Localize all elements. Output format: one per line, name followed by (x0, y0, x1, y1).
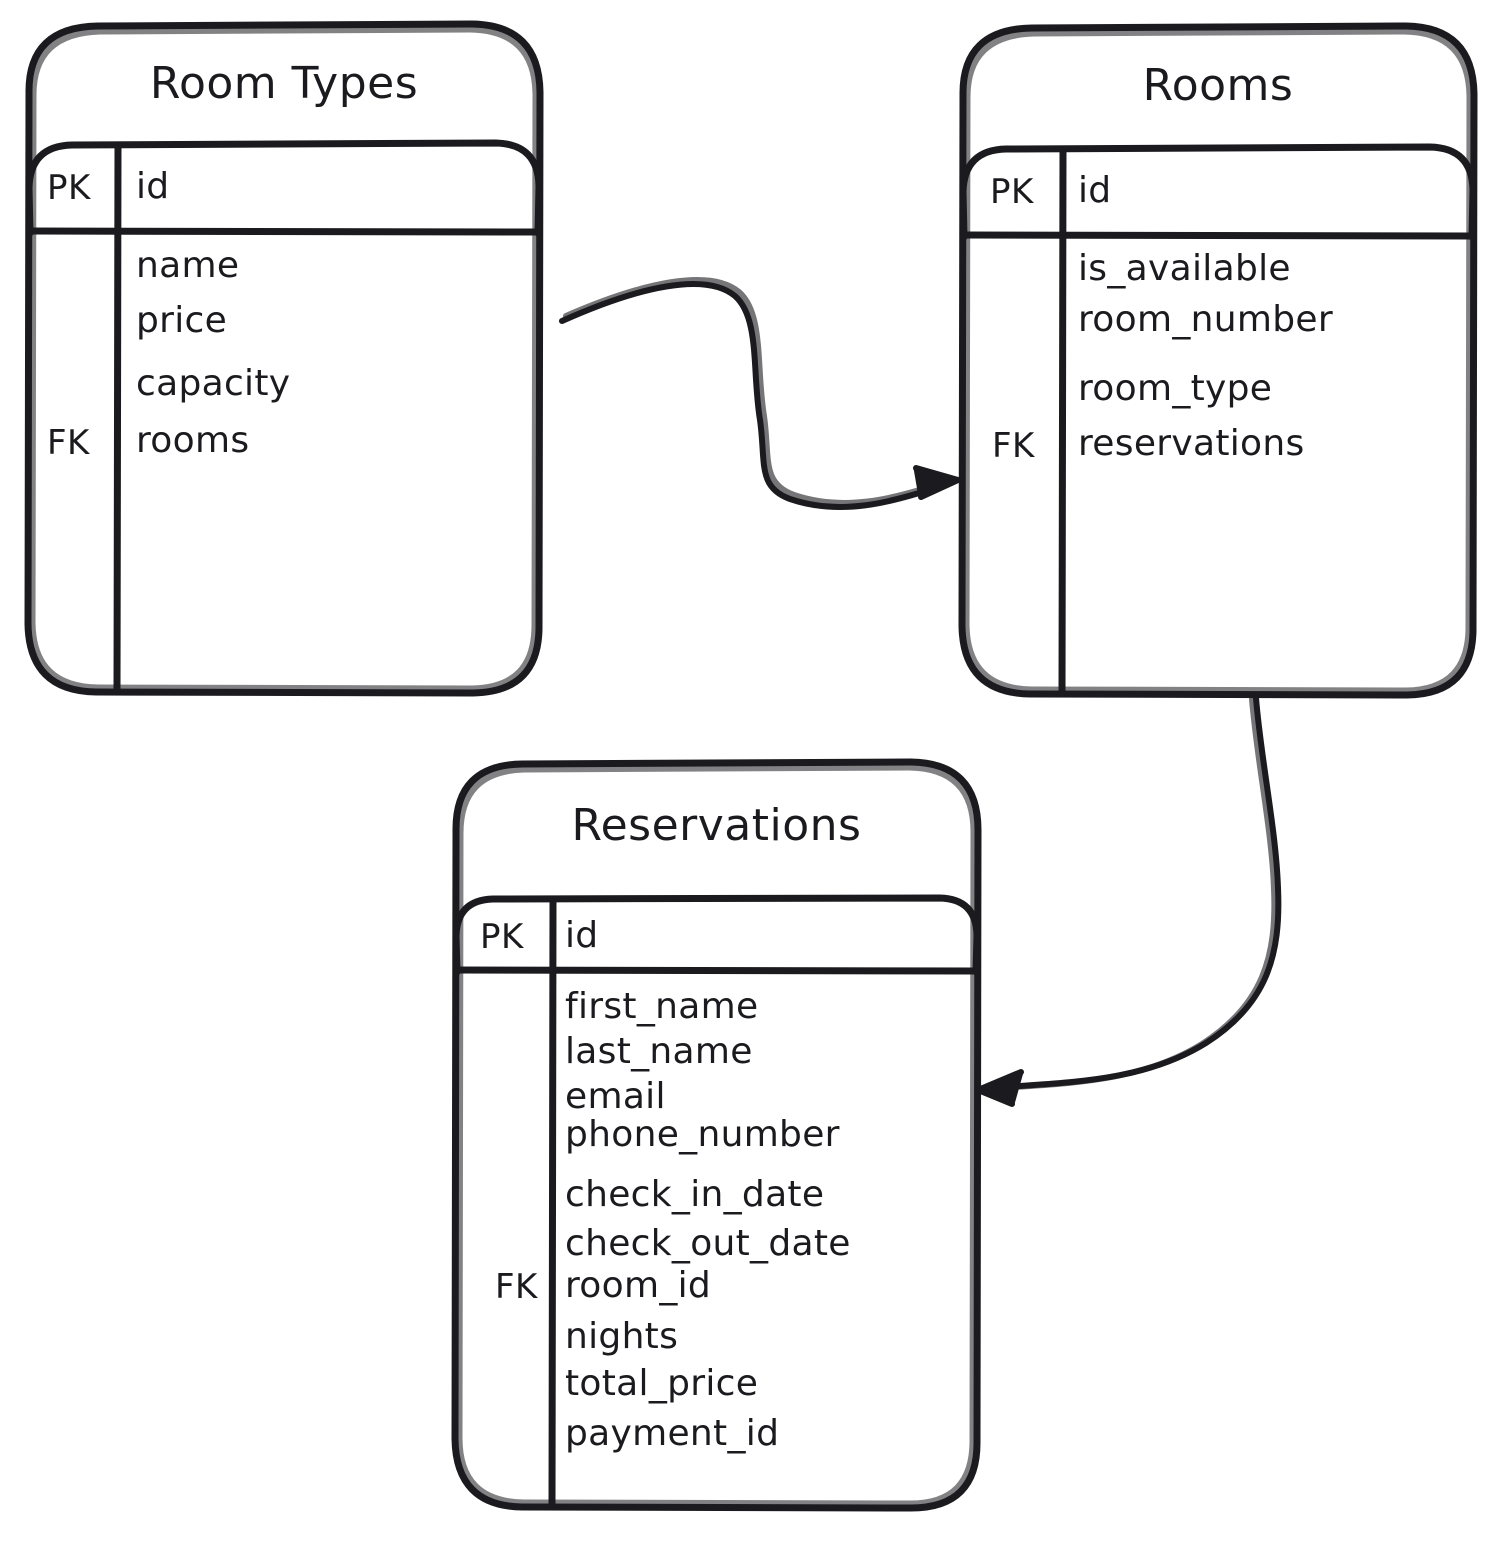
rooms-field-room-number: room_number (1078, 299, 1333, 340)
rooms-pk-field: id (1078, 170, 1112, 211)
reservations-column-divider (548, 896, 557, 1511)
reservations-field-first-name: first_name (565, 986, 759, 1027)
reservations-field-nights: nights (565, 1316, 679, 1357)
rooms-field-is-available: is_available (1078, 248, 1291, 289)
room-types-field-name: name (136, 245, 240, 286)
reservations-field-email: email (565, 1076, 666, 1117)
reservations-field-room-id: room_id (565, 1265, 712, 1306)
rooms-field-room-type: room_type (1078, 368, 1273, 409)
room-types-column-divider (113, 141, 122, 696)
reservations-pk-field: id (565, 915, 599, 956)
rooms-pk-label: PK (990, 172, 1034, 212)
reservations-field-payment-id: payment_id (565, 1413, 780, 1454)
entity-title-reservations: Reservations (571, 800, 862, 851)
entity-title-rooms: Rooms (1142, 60, 1294, 111)
rooms-column-divider (1058, 145, 1067, 698)
reservations-field-phone-number: phone_number (565, 1114, 840, 1155)
reservations-header-border (452, 894, 981, 976)
room-types-header-border (25, 139, 543, 237)
reservations-field-check-in-date: check_in_date (565, 1174, 825, 1215)
room-types-outer-border (24, 20, 544, 697)
reservations-field-check-out-date: check_out_date (565, 1223, 851, 1264)
relationship-room-types-to-rooms (559, 277, 961, 510)
reservations-field-last-name: last_name (565, 1031, 753, 1072)
room-types-field-price: price (136, 300, 228, 341)
rooms-field-reservations: reservations (1078, 423, 1305, 464)
room-types-field-rooms: rooms (136, 420, 250, 461)
reservations-fk-label: FK (495, 1267, 538, 1307)
reservations-pk-label: PK (480, 917, 524, 957)
rooms-header-border (959, 143, 1477, 241)
room-types-pk-label: PK (47, 168, 91, 208)
room-types-fk-label: FK (47, 423, 90, 463)
room-types-pk-field: id (136, 166, 170, 207)
rooms-outer-border (958, 22, 1478, 699)
reservations-field-total-price: total_price (565, 1363, 759, 1404)
rooms-fk-label: FK (992, 426, 1035, 466)
room-types-field-capacity: capacity (136, 363, 291, 404)
entity-title-room-types: Room Types (149, 58, 419, 109)
relationship-rooms-to-reservations (975, 695, 1282, 1107)
